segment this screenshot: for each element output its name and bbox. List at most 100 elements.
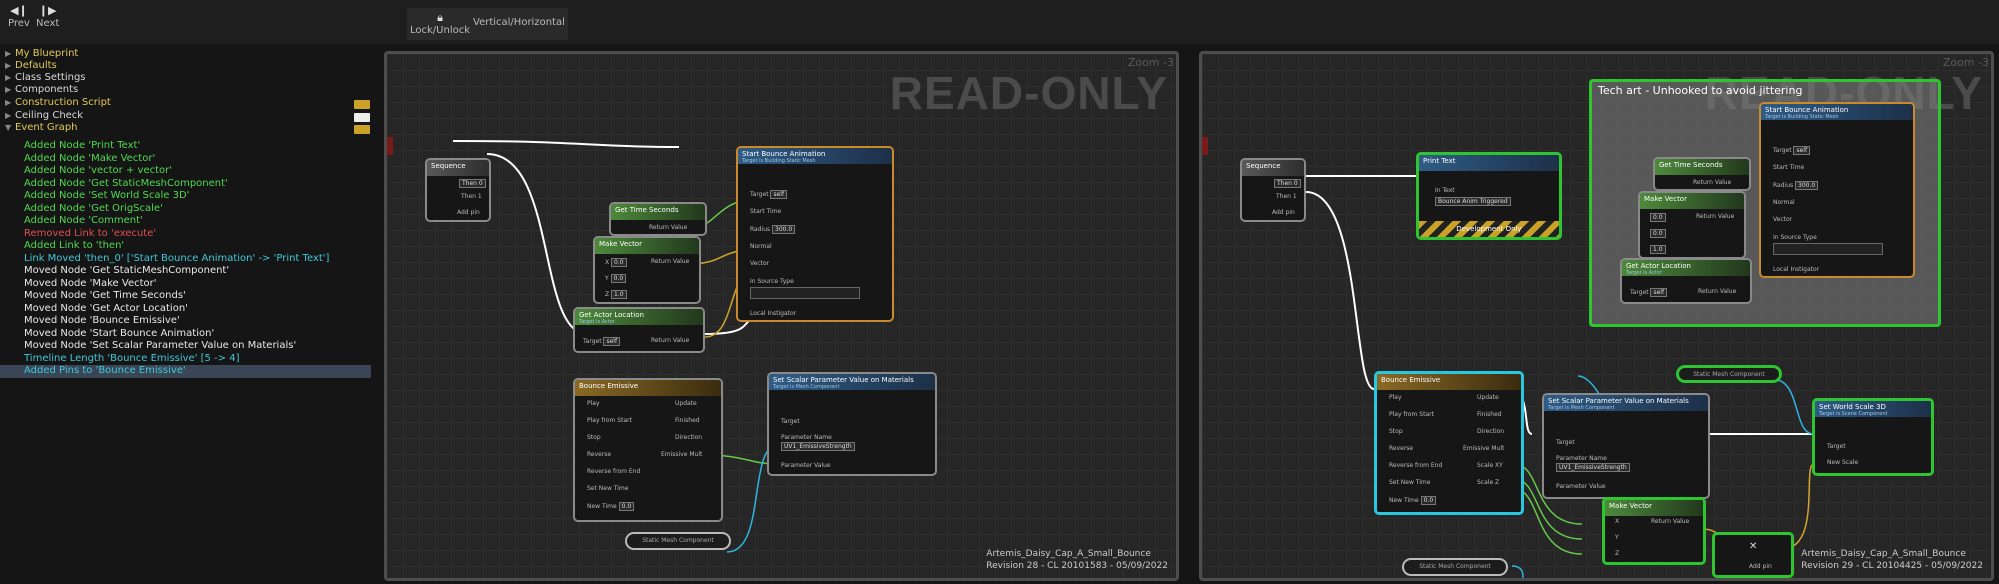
- return-value-pin[interactable]: Return Value: [651, 258, 690, 265]
- start-time-pin[interactable]: Start Time: [750, 208, 782, 215]
- z-input[interactable]: 1.0: [611, 290, 627, 299]
- tree-item-components[interactable]: ▶Components: [5, 84, 78, 96]
- sequence-node[interactable]: Sequence Then 0 Then 1 Add pin: [425, 158, 491, 222]
- target-pin[interactable]: Target: [1773, 147, 1792, 154]
- target-pin[interactable]: Target: [1827, 443, 1846, 450]
- history-entry[interactable]: Added Link to 'then': [24, 240, 125, 251]
- direction-pin[interactable]: Direction: [1477, 428, 1505, 435]
- normal-pin[interactable]: Normal: [750, 243, 772, 250]
- radius-value[interactable]: 300.0: [772, 225, 796, 234]
- graph-panel-left[interactable]: Zoom -3 READ-ONLY Sequence Then 0 Then 1…: [384, 51, 1179, 581]
- history-entry[interactable]: Added Node 'Get OrigScale': [24, 202, 163, 214]
- in-source-type-dropdown[interactable]: [1773, 243, 1883, 255]
- finished-pin[interactable]: Finished: [1477, 411, 1502, 418]
- vertical-horizontal-button[interactable]: Vertical/Horizontal: [470, 8, 568, 40]
- start-time-pin[interactable]: Start Time: [1773, 164, 1805, 171]
- add-pin-button[interactable]: Add pin: [1749, 563, 1772, 570]
- history-entry[interactable]: Moved Node 'Set Scalar Parameter Value o…: [24, 340, 297, 351]
- history-entry[interactable]: Moved Node 'Start Bounce Animation': [24, 327, 215, 339]
- target-value[interactable]: self: [603, 337, 621, 346]
- collapse-arrow-icon[interactable]: ▼: [5, 123, 12, 132]
- stop-pin[interactable]: Stop: [587, 434, 601, 441]
- normal-pin[interactable]: Normal: [1773, 199, 1795, 206]
- tree-item-construction-script[interactable]: ▶Construction Script: [5, 97, 111, 109]
- x-input[interactable]: 0.0: [1650, 213, 1666, 222]
- bounce-emissive-node[interactable]: Bounce Emissive Play Play from Start Sto…: [573, 378, 723, 522]
- history-entry[interactable]: Moved Node 'Get Time Seconds': [24, 290, 186, 301]
- history-entry[interactable]: Added Node 'Print Text': [24, 140, 141, 151]
- set-new-time-pin[interactable]: Set New Time: [587, 485, 629, 492]
- set-new-time-pin[interactable]: Set New Time: [1389, 479, 1431, 486]
- target-value[interactable]: self: [770, 190, 788, 199]
- vector-add-node[interactable]: ✕ Add pin: [1712, 532, 1794, 578]
- parameter-name-input[interactable]: UV1_EmissiveStrength: [781, 442, 855, 451]
- history-entry[interactable]: Timeline Length 'Bounce Emissive' [5 -> …: [24, 352, 240, 364]
- prev-button[interactable]: ◀❙ Prev: [8, 4, 30, 29]
- z-pin[interactable]: Z: [1615, 550, 1620, 557]
- tree-item-defaults[interactable]: ▶Defaults: [5, 60, 57, 72]
- history-entry[interactable]: Added Pins to 'Bounce Emissive': [24, 365, 186, 376]
- new-scale-pin[interactable]: New Scale: [1827, 459, 1859, 466]
- history-entry[interactable]: Moved Node 'Bounce Emissive': [24, 315, 180, 326]
- make-vector-node-comment[interactable]: Make Vector 0.0 0.0 1.0 Return Value: [1638, 191, 1746, 259]
- local-instigator-pin[interactable]: Local Instigator: [750, 310, 797, 317]
- then1-pin[interactable]: Then 1: [461, 193, 482, 200]
- stop-pin[interactable]: Stop: [1389, 428, 1403, 435]
- y-input[interactable]: 0.0: [1650, 229, 1666, 238]
- reverse-from-end-pin[interactable]: Reverse from End: [587, 468, 641, 475]
- in-source-type-dropdown[interactable]: [750, 287, 860, 299]
- static-mesh-component-node[interactable]: Static Mesh Component: [625, 532, 731, 550]
- expand-arrow-icon[interactable]: ▶: [5, 73, 12, 82]
- emissive-mult-pin[interactable]: Emissive Mult: [661, 451, 703, 458]
- z-input[interactable]: 1.0: [1650, 245, 1666, 254]
- y-pin[interactable]: Y: [1615, 534, 1619, 541]
- history-entry[interactable]: Link Moved 'then_0' ['Start Bounce Anima…: [24, 252, 330, 264]
- then0-pin[interactable]: Then 0: [1274, 179, 1301, 188]
- parameter-name-input[interactable]: UV1_EmissiveStrength: [1556, 463, 1630, 472]
- vector-pin[interactable]: Vector: [750, 260, 770, 267]
- static-mesh-component-node[interactable]: Static Mesh Component: [1676, 365, 1782, 383]
- expand-arrow-icon[interactable]: ▶: [5, 49, 12, 58]
- return-value-pin[interactable]: Return Value: [1651, 518, 1690, 525]
- play-from-start-pin[interactable]: Play from Start: [587, 417, 632, 424]
- bounce-emissive-node[interactable]: Bounce Emissive Play Play from Start Sto…: [1374, 371, 1524, 515]
- next-button[interactable]: ❙▶ Next: [36, 4, 59, 29]
- return-value-pin[interactable]: Return Value: [1696, 213, 1735, 220]
- expand-arrow-icon[interactable]: ▶: [5, 61, 12, 70]
- return-value-pin[interactable]: Return Value: [649, 224, 688, 231]
- tree-item-ceiling-check[interactable]: ▶Ceiling Check: [5, 110, 83, 122]
- add-pin-button[interactable]: Add pin: [1272, 209, 1295, 216]
- target-value[interactable]: self: [1793, 146, 1811, 155]
- history-entry[interactable]: Moved Node 'Get StaticMeshComponent': [24, 265, 230, 276]
- play-from-start-pin[interactable]: Play from Start: [1389, 411, 1434, 418]
- history-entry[interactable]: Added Node 'Get StaticMeshComponent': [24, 177, 228, 189]
- finished-pin[interactable]: Finished: [675, 417, 700, 424]
- add-pin-button[interactable]: Add pin: [457, 209, 480, 216]
- history-entry[interactable]: Added Node 'Set World Scale 3D': [24, 190, 190, 201]
- tree-item-class-settings[interactable]: ▶Class Settings: [5, 72, 86, 84]
- parameter-value-pin[interactable]: Parameter Value: [781, 462, 831, 469]
- play-pin[interactable]: Play: [587, 400, 600, 407]
- make-vector-node[interactable]: Make Vector X Y Z Return Value: [1602, 497, 1706, 565]
- target-pin[interactable]: Target: [1556, 439, 1575, 446]
- tree-item-my-blueprint[interactable]: ▶My Blueprint: [5, 48, 78, 60]
- reverse-pin[interactable]: Reverse: [587, 451, 612, 458]
- return-value-pin[interactable]: Return Value: [1693, 179, 1732, 186]
- expand-arrow-icon[interactable]: ▶: [5, 98, 12, 107]
- new-time-input[interactable]: 0.0: [1420, 496, 1437, 505]
- history-entry[interactable]: Added Node 'Make Vector': [24, 152, 156, 164]
- update-pin[interactable]: Update: [675, 400, 697, 407]
- local-instigator-pin[interactable]: Local Instigator: [1773, 266, 1820, 273]
- scale-z-pin[interactable]: Scale Z: [1477, 479, 1500, 486]
- sequence-node[interactable]: Sequence Then 0 Then 1 Add pin: [1240, 158, 1306, 222]
- static-mesh-component-node-bottom[interactable]: Static Mesh Component: [1402, 558, 1508, 576]
- history-entry[interactable]: Added Node 'vector + vector': [24, 165, 172, 176]
- reverse-from-end-pin[interactable]: Reverse from End: [1389, 462, 1443, 469]
